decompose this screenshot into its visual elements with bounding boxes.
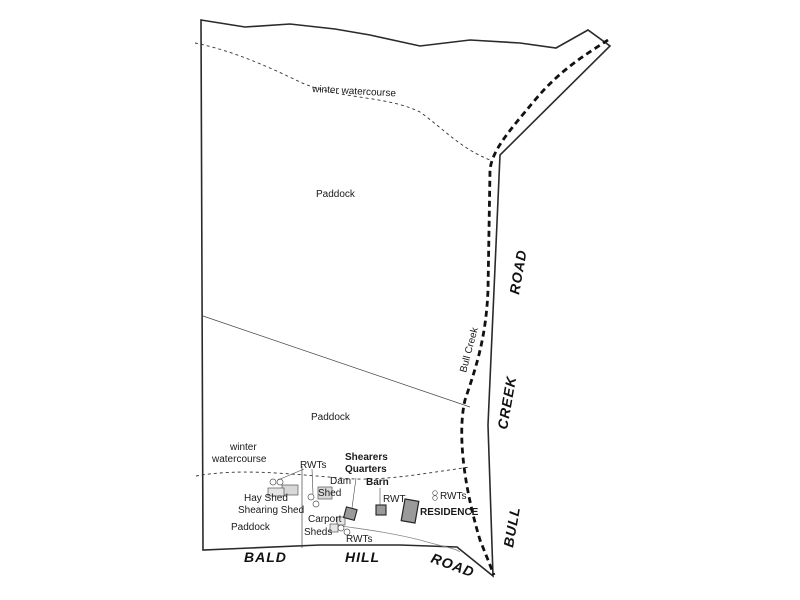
paddock-middle-label: Paddock <box>311 412 351 423</box>
shed-label: Shed <box>318 488 341 499</box>
sheds-label: Sheds <box>304 527 332 538</box>
rwt-tank-icon <box>312 500 320 508</box>
rwts-upper-label: RWTs <box>300 460 326 471</box>
rwt-tank-icon <box>432 490 438 496</box>
shearers-line2-label: Quarters <box>345 464 387 475</box>
road-name-road-right: ROAD <box>506 248 530 295</box>
winter-watercourse-bottom <box>195 466 471 480</box>
dam-label: Dam <box>330 476 351 487</box>
leader-line <box>311 468 314 495</box>
winter-watercourse-top-label: winter watercourse <box>311 84 397 99</box>
winter-line2-label: watercourse <box>211 454 267 465</box>
property-boundary <box>200 19 612 578</box>
carport-label: Carport <box>308 514 342 525</box>
fence-line <box>202 315 471 408</box>
shearers-quarters-building <box>342 506 358 522</box>
rwts-lower-label: RWTs <box>346 534 372 545</box>
road-name-bull: BULL <box>500 505 523 548</box>
shed-building <box>317 486 333 500</box>
winter-watercourse-top <box>194 42 491 161</box>
road-name-road-bottom: ROAD <box>429 550 477 581</box>
winter-line1-label: winter <box>229 442 257 453</box>
paddock-bottom-label: Paddock <box>231 522 271 533</box>
bull-creek-label: Bull Creek <box>458 325 481 373</box>
shearers-line1-label: Shearers <box>345 452 388 463</box>
bull-creek-line <box>460 38 609 576</box>
rwt-label: RWT <box>383 494 406 505</box>
rwt-tank-icon <box>307 493 315 501</box>
paddock-top-label: Paddock <box>316 189 356 200</box>
leader-line <box>351 477 357 509</box>
hay-shed-label: Hay Shed <box>244 493 288 504</box>
rwt-tank-icon <box>343 528 351 536</box>
leader-line <box>277 468 305 481</box>
barn-building <box>375 504 387 516</box>
residence-label: RESIDENCE <box>420 507 479 518</box>
shearing-shed-label: Shearing Shed <box>238 505 304 516</box>
barn-label: Barn <box>366 477 389 488</box>
rwt-tank-icon <box>337 524 345 532</box>
rwt-tank-icon <box>276 478 284 486</box>
residence-building <box>400 498 420 524</box>
rwt-tank-icon <box>269 478 277 486</box>
road-name-bald: BALD <box>244 549 287 565</box>
shearing-shed-building <box>267 487 285 497</box>
driveway-track <box>329 523 461 553</box>
rwts-right-label: RWTs <box>440 491 466 502</box>
rwt-tank-icon <box>432 495 438 501</box>
road-name-creek: CREEK <box>494 375 519 431</box>
road-name-hill: HILL <box>345 549 380 565</box>
